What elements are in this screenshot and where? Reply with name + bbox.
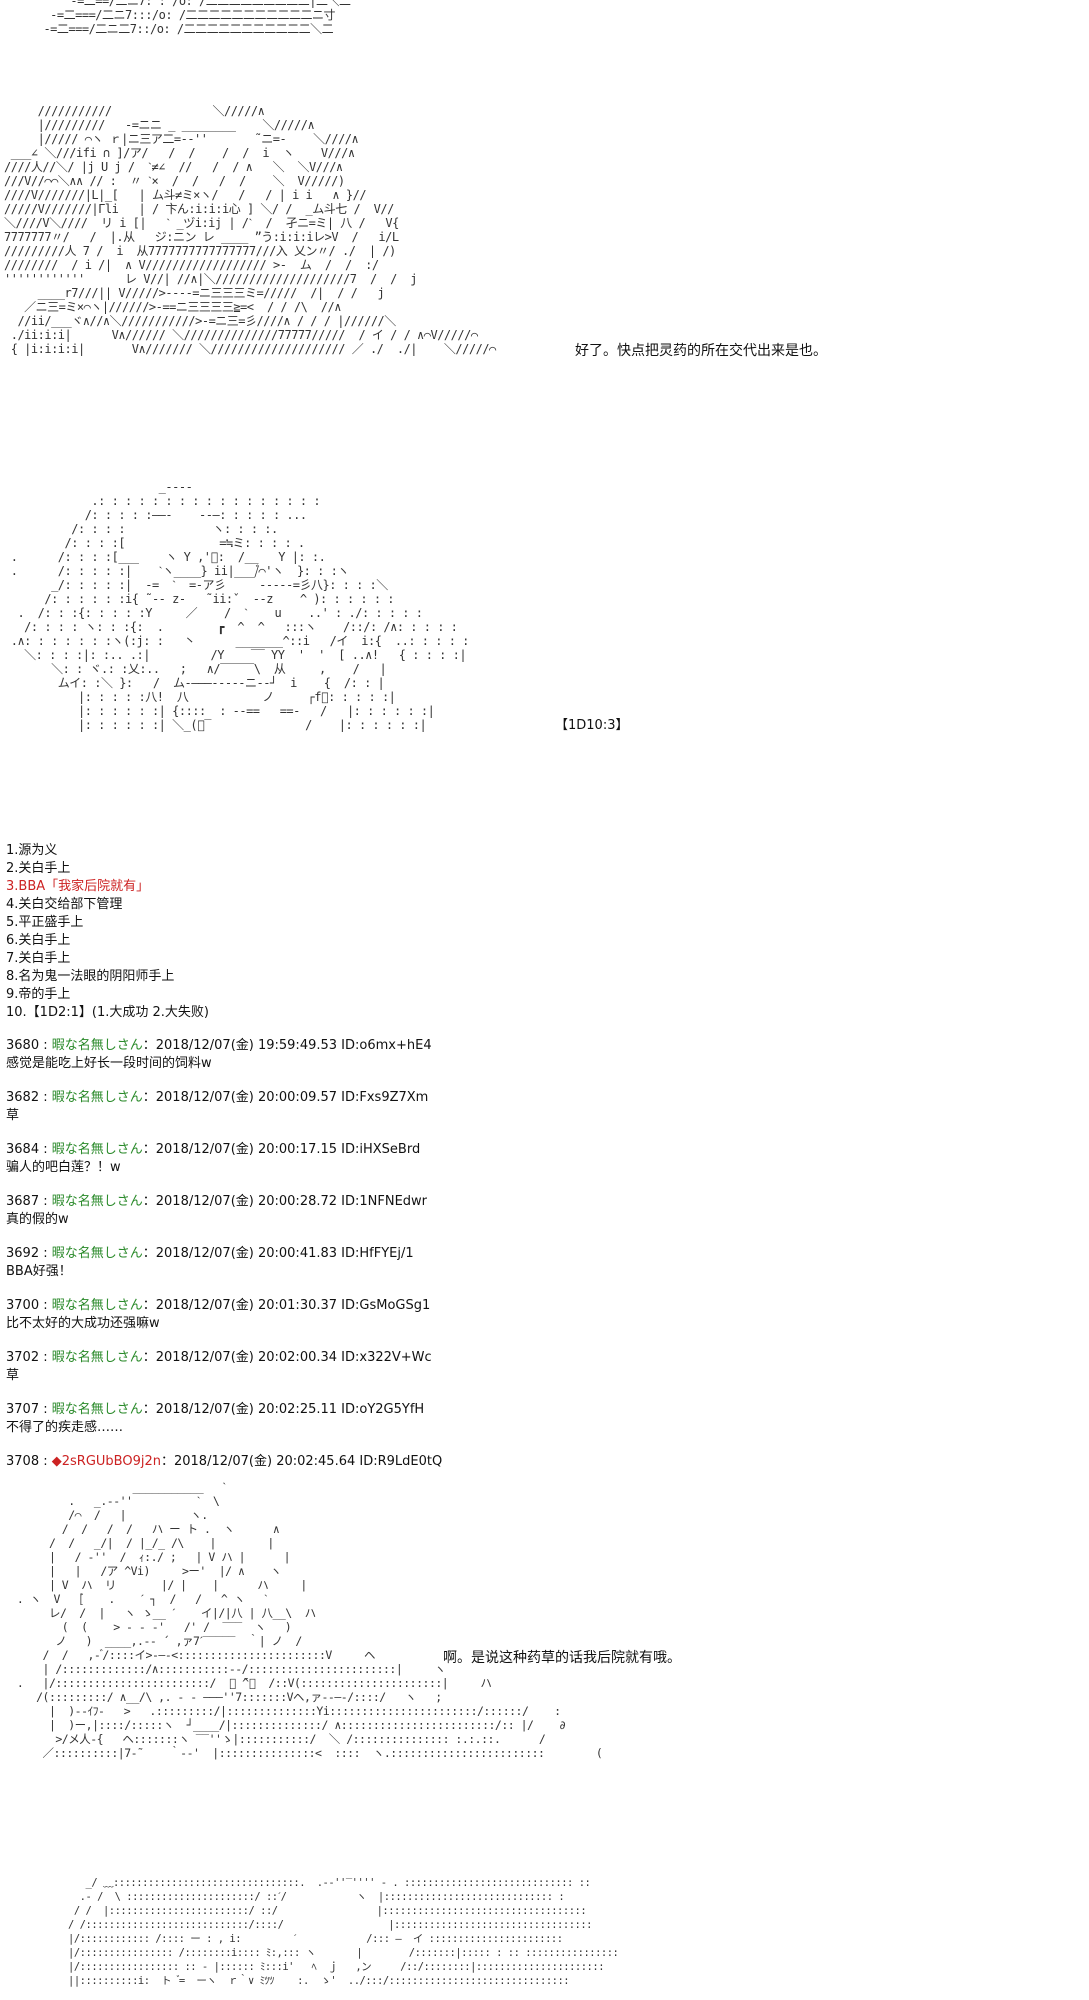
post-body: 草 — [6, 1108, 20, 1123]
poster-name[interactable]: 暇な名無しさん — [51, 1298, 143, 1313]
post-number: 3702 : — [6, 1350, 48, 1365]
list-item: 7.关白手上 — [6, 951, 71, 966]
list-item: 2.关白手上 — [6, 861, 71, 876]
post-number: 3680 : — [6, 1038, 48, 1053]
author-post: 3708 : ◆2sRGUbBO9j2n：2018/12/07(金) 20:02… — [6, 1453, 706, 1471]
post-meta: ：2018/12/07(金) 20:02:00.34 ID:x322V+Wc — [142, 1350, 432, 1365]
post-meta: ：2018/12/07(金) 19:59:49.53 ID:o6mx+hE4 — [142, 1038, 432, 1053]
post-meta: ：2018/12/07(金) 20:00:41.83 ID:HfFYEj/1 — [142, 1246, 414, 1261]
dialogue-line-2: 啊。是说这种药草的话我后院就有哦。 — [443, 1650, 681, 1666]
post-meta: ：2018/12/07(金) 20:02:45.64 ID:R9LdE0tQ — [160, 1454, 443, 1469]
post-body: 草 — [6, 1368, 20, 1383]
post-body: 比不太好的大成功还强嘛w — [6, 1316, 160, 1331]
post-number: 3687 : — [6, 1194, 48, 1209]
ascii-art-character: _-‐‐- .: : : : : : : : : : : : : : : : :… — [10, 480, 470, 732]
post-meta: ：2018/12/07(金) 20:00:09.57 ID:Fxs9Z7Xm — [142, 1090, 429, 1105]
post-meta: ：2018/12/07(金) 20:02:25.11 ID:oY2G5YfH — [142, 1402, 425, 1417]
list-item: 8.名为鬼一法眼的阴阳师手上 — [6, 969, 175, 984]
post-meta: ：2018/12/07(金) 20:00:17.15 ID:iHXSeBrd — [142, 1142, 421, 1157]
poster-name[interactable]: 暇な名無しさん — [51, 1142, 143, 1157]
poster-name[interactable]: 暇な名無しさん — [51, 1194, 143, 1209]
post: 3707 : 暇な名無しさん：2018/12/07(金) 20:02:25.11… — [6, 1401, 706, 1437]
post-body: 不得了的疾走感…… — [6, 1420, 124, 1435]
post: 3700 : 暇な名無しさん：2018/12/07(金) 20:01:30.37… — [6, 1297, 706, 1333]
post-number: 3682 : — [6, 1090, 48, 1105]
poster-name[interactable]: 暇な名無しさん — [51, 1038, 143, 1053]
dialogue-line-1: 好了。快点把灵药的所在交代出来是也。 — [575, 343, 827, 359]
post-body: BBA好强！ — [6, 1264, 72, 1279]
poster-name[interactable]: 暇な名無しさん — [51, 1090, 143, 1105]
ascii-art-woman: ___________ ˋ . _.-‐'' ˋ \ /⌒ / | ヽ. / /… — [16, 1480, 603, 1760]
post: 3684 : 暇な名無しさん：2018/12/07(金) 20:00:17.15… — [6, 1141, 706, 1177]
dice-roll: 【1D10:3】 — [555, 718, 629, 733]
post-body: 感觉是能吃上好长一段时间的饲料w — [6, 1056, 212, 1071]
trip-diamond-icon: ◆ — [51, 1454, 62, 1469]
post: 3687 : 暇な名無しさん：2018/12/07(金) 20:00:28.72… — [6, 1193, 706, 1229]
author-name[interactable]: 2sRGUbBO9j2n — [61, 1454, 161, 1469]
post-number: 3700 : — [6, 1298, 48, 1313]
post-number: 3684 : — [6, 1142, 48, 1157]
post-number: 3707 : — [6, 1402, 48, 1417]
poster-name[interactable]: 暇な名無しさん — [51, 1246, 143, 1261]
post-number: 3708 : — [6, 1454, 48, 1469]
ascii-art-top: -=二==/二ニ7: : /o: /二二二二二二二二二|二＼二 -=二===/二… — [43, 0, 351, 36]
list-item: 9.帝的手上 — [6, 987, 71, 1002]
list-item: 5.平正盛手上 — [6, 915, 84, 930]
list-item: 3.BBA「我家后院就有」 — [6, 879, 150, 894]
post: 3682 : 暇な名無しさん：2018/12/07(金) 20:00:09.57… — [6, 1089, 706, 1125]
ascii-art-scene: /////////// ＼/////∧ |///////// -=ニニ _ __… — [4, 104, 496, 356]
post-meta: ：2018/12/07(金) 20:01:30.37 ID:GsMoGSg1 — [142, 1298, 431, 1313]
list-item: 4.关白交给部下管理 — [6, 897, 123, 912]
post: 3702 : 暇な名無しさん：2018/12/07(金) 20:02:00.34… — [6, 1349, 706, 1385]
list-item: 1.源为义 — [6, 843, 58, 858]
post-meta: ：2018/12/07(金) 20:00:28.72 ID:1NFNEdwr — [142, 1194, 428, 1209]
post-number: 3692 : — [6, 1246, 48, 1261]
poster-name[interactable]: 暇な名無しさん — [51, 1402, 143, 1417]
post: 3680 : 暇な名無しさん：2018/12/07(金) 19:59:49.53… — [6, 1037, 706, 1073]
post: 3692 : 暇な名無しさん：2018/12/07(金) 20:00:41.83… — [6, 1245, 706, 1281]
list-item: 10.【1D2:1】(1.大成功 2.大失败) — [6, 1005, 209, 1020]
ascii-art-bottom: _/ ﹏::::::::::::::::::::::::::::::::. .-… — [68, 1877, 619, 1987]
list-item: 6.关白手上 — [6, 933, 71, 948]
poster-name[interactable]: 暇な名無しさん — [51, 1350, 143, 1365]
post-body: 骗人的吧白莲？！w — [6, 1160, 121, 1175]
post-body: 真的假的w — [6, 1212, 69, 1227]
thread-posts: 3680 : 暇な名無しさん：2018/12/07(金) 19:59:49.53… — [6, 1037, 706, 1487]
outcome-list: 1.源为义 2.关白手上 3.BBA「我家后院就有」 4.关白交给部下管理 5.… — [6, 842, 209, 1022]
